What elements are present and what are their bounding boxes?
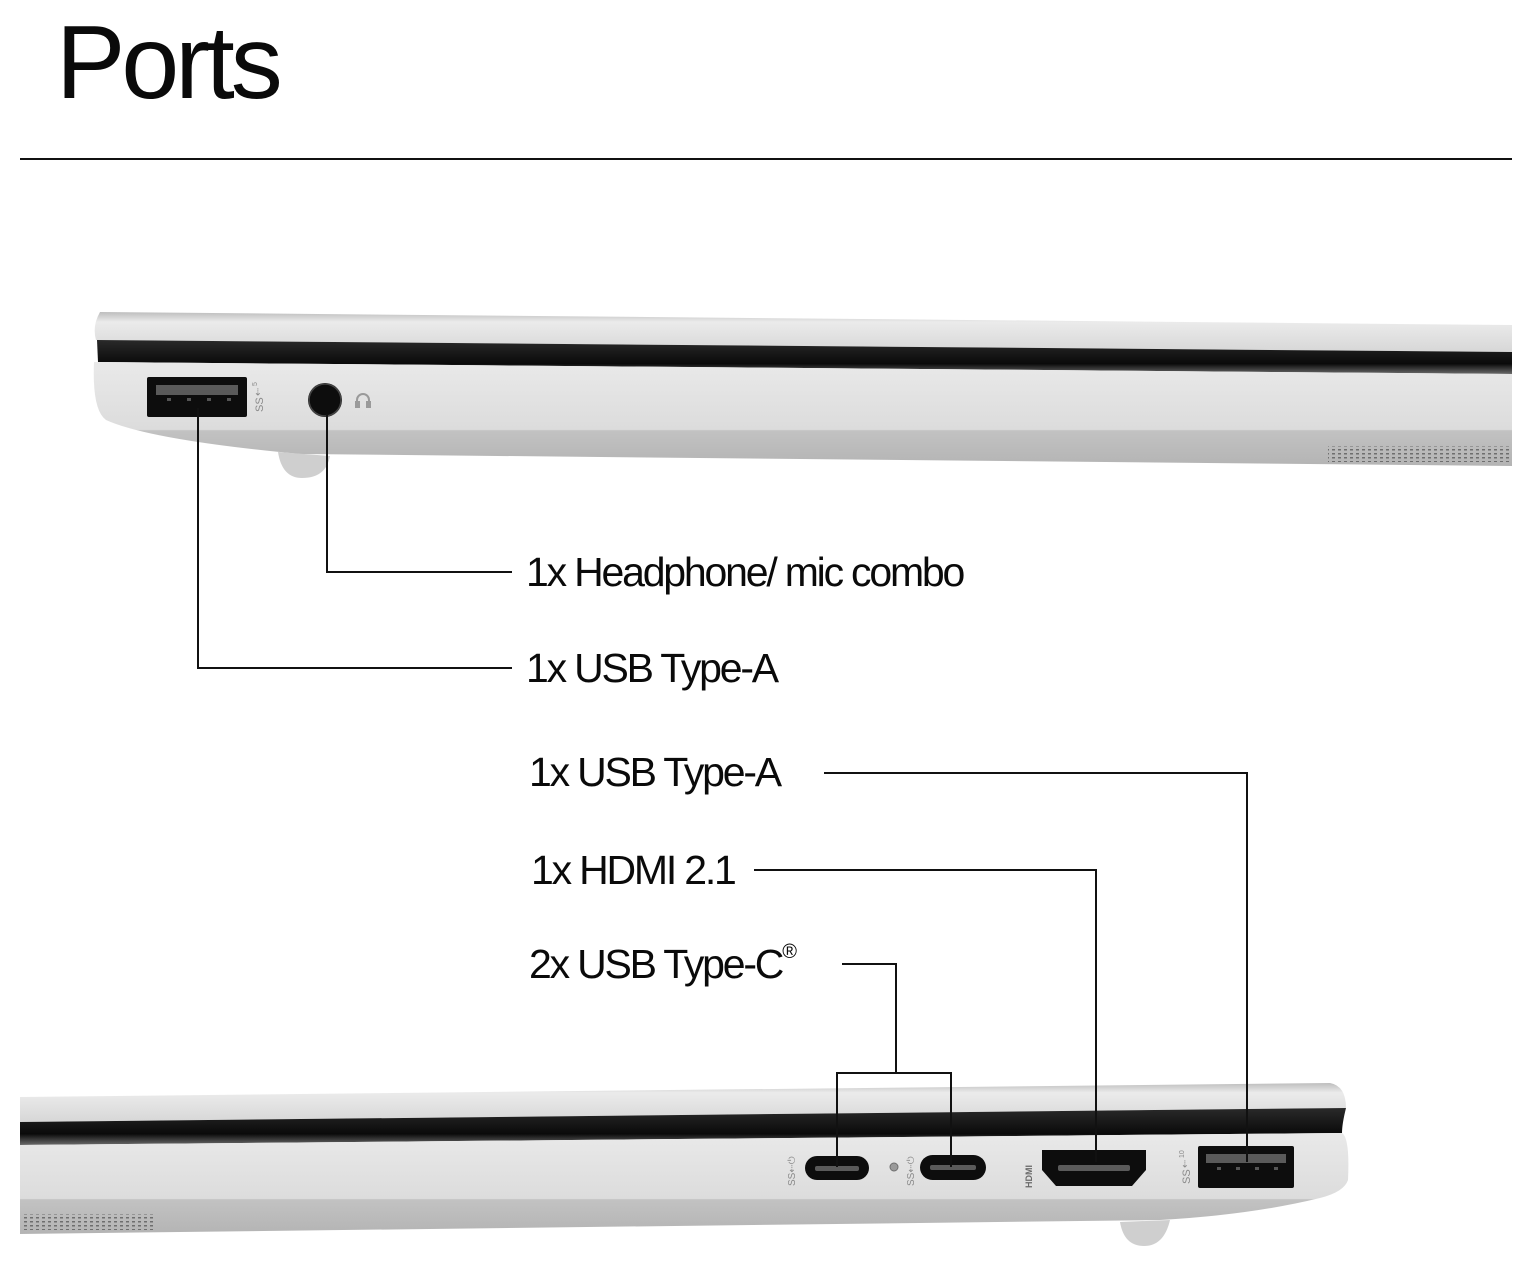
usb-speed-marking: 5 [252, 382, 259, 386]
usb-c-port-2 [920, 1155, 986, 1180]
callout-line-usb-a-right [824, 772, 1248, 1162]
page-title: Ports [56, 5, 283, 121]
callout-headphone-mic: 1x Headphone/ mic combo [526, 549, 965, 595]
rubber-foot [278, 452, 330, 478]
callout-line-usb-c-bracket [836, 1072, 952, 1167]
laptop-base [20, 1133, 1349, 1234]
hdmi-port [1042, 1150, 1146, 1186]
registered-mark: ® [782, 941, 797, 963]
callout-line-hdmi [754, 869, 1097, 1162]
usb-superspeed-pd-icon: SS⇠⏻ [906, 1156, 917, 1186]
svg-text:10: 10 [1179, 1150, 1186, 1158]
laptop-lid [94, 312, 1513, 352]
laptop-base [93, 362, 1512, 466]
svg-text:HDMI: HDMI [1024, 1165, 1034, 1188]
callout-usb-c-text: 2x USB Type-C [529, 941, 784, 987]
title-divider [20, 158, 1512, 160]
svg-text:SS: SS [1181, 1169, 1193, 1184]
usb-superspeed-pd-icon: SS⇠⏻ [787, 1156, 798, 1186]
usb-c-port-1 [805, 1156, 869, 1180]
charging-led-indicator [889, 1162, 899, 1172]
laptop-right-side: SS⇠⏻ SS⇠⏻ HDMI SS ⇠ 10 [20, 1083, 1349, 1246]
svg-text:SS⇠⏻: SS⇠⏻ [787, 1156, 798, 1186]
callout-usb-c: 2x USB Type-C® [529, 941, 797, 987]
headset-icon [355, 393, 371, 408]
speaker-vent [1328, 446, 1510, 462]
callout-line-usb-c [842, 963, 897, 1073]
hinge-gap [97, 340, 1512, 374]
usb-superspeed-5-icon: SS ⇠ 5 [252, 382, 266, 412]
svg-text:⇠: ⇠ [253, 388, 264, 396]
hdmi-label-icon: HDMI [1024, 1165, 1034, 1188]
usb-superspeed-10-icon: SS ⇠ 10 [1179, 1150, 1193, 1184]
callout-hdmi: 1x HDMI 2.1 [531, 847, 737, 893]
callout-usb-a-right: 1x USB Type-A [529, 749, 782, 795]
audio-jack [308, 383, 342, 417]
callout-line-headphone [326, 414, 512, 573]
ss-marking: SS [254, 397, 266, 412]
usb-a-port [147, 377, 247, 417]
laptop-lid [20, 1083, 1346, 1122]
svg-text:SS⇠⏻: SS⇠⏻ [906, 1156, 917, 1186]
rubber-foot [1120, 1220, 1170, 1246]
laptop-left-side: SS ⇠ 5 [93, 312, 1513, 478]
callout-line-usb-a-left [197, 408, 512, 669]
callout-usb-a-left: 1x USB Type-A [526, 645, 779, 691]
svg-text:⇠: ⇠ [1180, 1160, 1191, 1168]
hinge-gap [20, 1108, 1346, 1145]
speaker-vent [22, 1214, 156, 1230]
